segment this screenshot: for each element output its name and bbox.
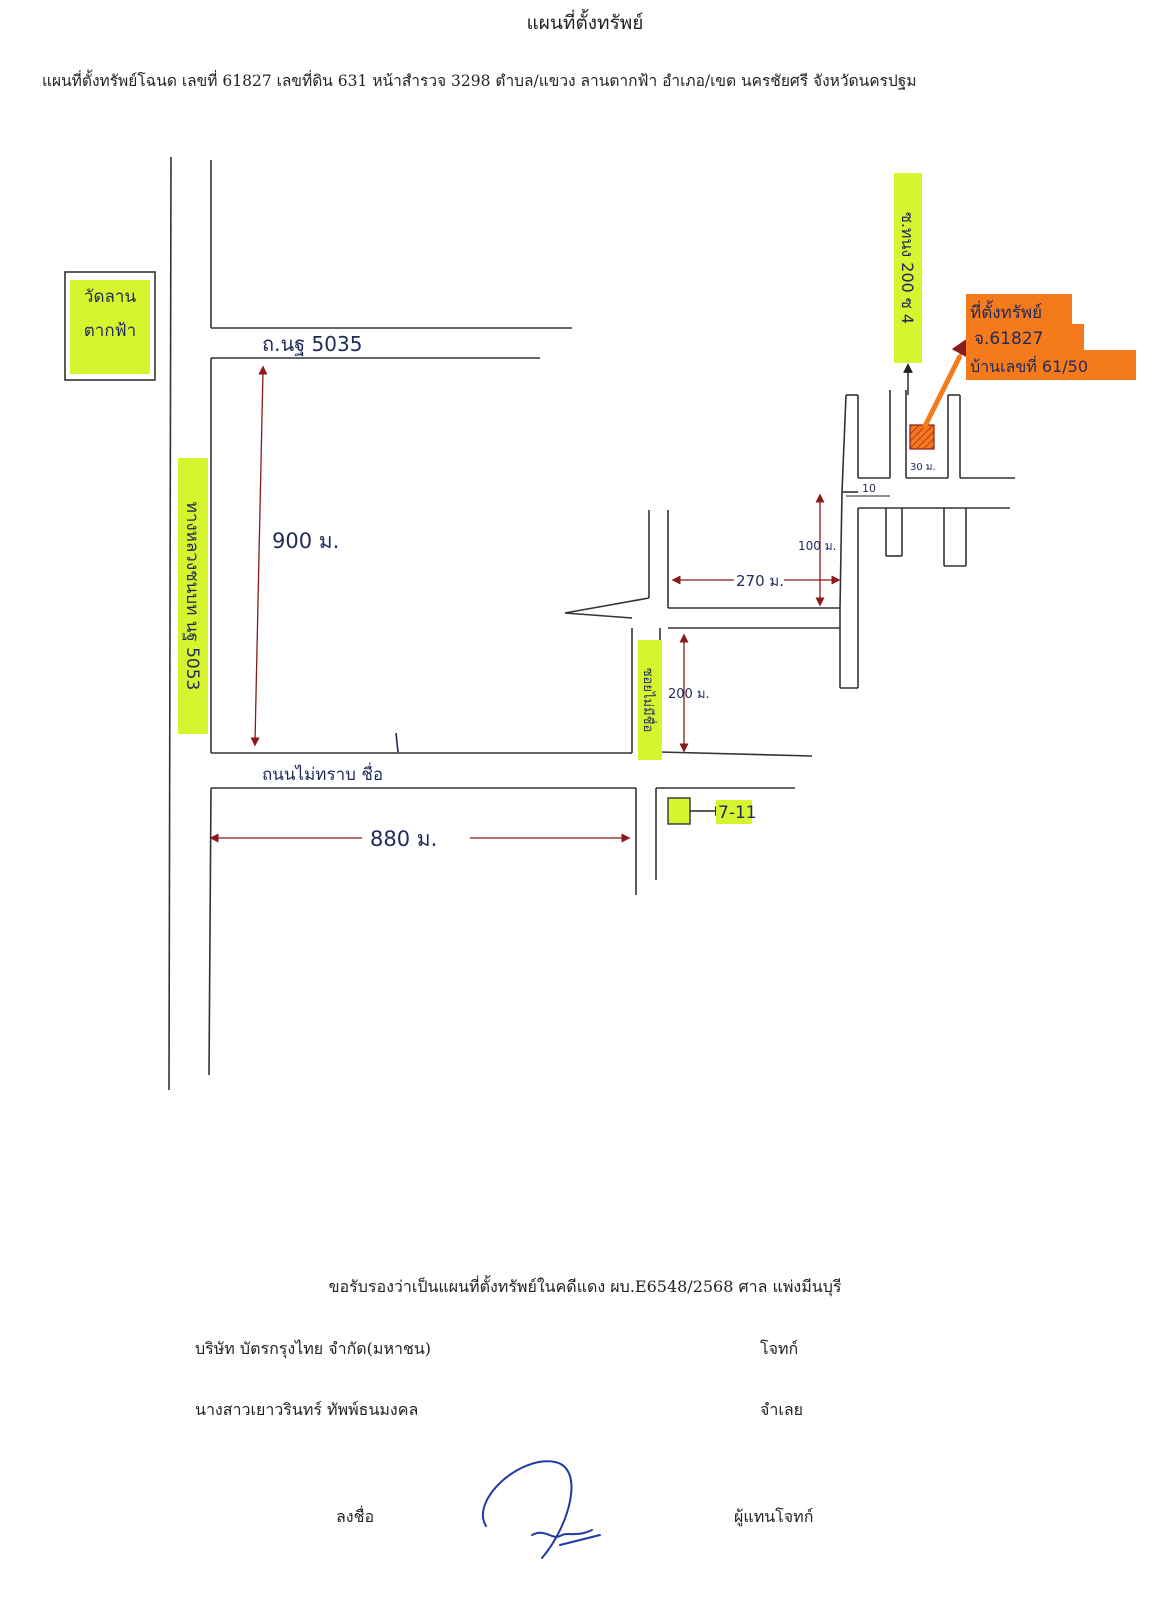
distance-880: 880 ม. bbox=[209, 827, 631, 851]
main-road-label: ทางหลวงชนบท นฐ 5053 bbox=[178, 458, 208, 734]
svg-text:ซอยไม่มีชื่อ: ซอยไม่มีชื่อ bbox=[640, 668, 657, 733]
defendant-role: จำเลย bbox=[760, 1400, 804, 1419]
svg-text:270 ม.: 270 ม. bbox=[736, 572, 784, 590]
signature bbox=[482, 1460, 601, 1559]
svg-text:ทางหลวงชนบท นฐ 5053: ทางหลวงชนบท นฐ 5053 bbox=[182, 502, 202, 691]
svg-text:900 ม.: 900 ม. bbox=[272, 529, 339, 553]
svg-text:100 ม.: 100 ม. bbox=[798, 539, 836, 553]
distance-900: 900 ม. bbox=[250, 365, 339, 747]
svg-text:10: 10 bbox=[862, 482, 876, 495]
signer-role: ผู้แทนโจทก์ bbox=[734, 1507, 814, 1526]
temple-label-line2: ตากฟ้า bbox=[84, 321, 136, 341]
document-subtitle: แผนที่ตั้งทรัพย์โฉนด เลขที่ 61827 เลขที่… bbox=[42, 72, 917, 90]
defendant-name: นางสาวเยาวรินทร์ ทัพพ์ธนมงคล bbox=[195, 1400, 419, 1419]
property-label-line2: จ.61827 bbox=[974, 329, 1043, 349]
right-soi-label: ซ.ทนง 200 ซ 4 bbox=[894, 173, 922, 363]
middle-soi-label: ซอยไม่มีชื่อ bbox=[638, 640, 662, 760]
svg-text:ซ.ทนง 200 ซ 4: ซ.ทนง 200 ซ 4 bbox=[898, 212, 917, 324]
temple-label-line1: วัดลาน bbox=[84, 287, 137, 307]
svg-text:7-11: 7-11 bbox=[718, 803, 757, 823]
seven-eleven-landmark: 7-11 bbox=[667, 797, 757, 825]
property-marker bbox=[909, 335, 972, 450]
distance-10: 10 bbox=[846, 482, 890, 497]
bottom-road-label: ถนนไม่ทราบ ชื่อ bbox=[262, 762, 383, 785]
plaintiff-role: โจทก์ bbox=[760, 1339, 799, 1358]
distance-200: 200 ม. bbox=[668, 633, 710, 753]
top-road-label: ถ.นฐ 5035 bbox=[262, 332, 362, 356]
svg-text:30 ม.: 30 ม. bbox=[910, 462, 936, 473]
svg-text:880 ม.: 880 ม. bbox=[370, 827, 437, 851]
svg-text:200 ม.: 200 ม. bbox=[668, 687, 710, 702]
certification-text: ขอรับรองว่าเป็นแผนที่ตั้งทรัพย์ในคดีแดง … bbox=[328, 1277, 842, 1296]
property-label: ที่ตั้งทรัพย์ จ.61827 บ้านเลขที่ 61/50 bbox=[966, 294, 1136, 380]
property-label-line1: ที่ตั้งทรัพย์ bbox=[970, 300, 1042, 323]
road-lines bbox=[168, 156, 1015, 1091]
distance-270: 270 ม. bbox=[671, 572, 841, 590]
distance-30: 30 ม. bbox=[910, 462, 936, 473]
sign-label: ลงชื่อ bbox=[336, 1507, 375, 1526]
property-label-line3: บ้านเลขที่ 61/50 bbox=[970, 355, 1088, 376]
plaintiff-name: บริษัท บัตรกรุงไทย จำกัด(มหาชน) bbox=[195, 1339, 432, 1358]
document-title: แผนที่ตั้งทรัพย์ bbox=[526, 12, 644, 34]
temple-landmark: วัดลาน ตากฟ้า bbox=[64, 271, 156, 381]
distance-100: 100 ม. bbox=[798, 493, 836, 607]
